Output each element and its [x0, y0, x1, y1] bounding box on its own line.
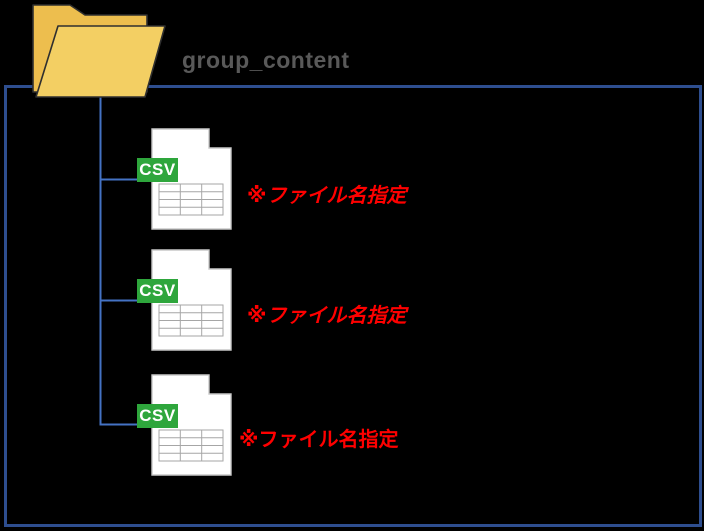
file-annotation-2: ※ファイル名指定 [247, 305, 407, 327]
connector-lines [99, 94, 139, 426]
csv-badge-1: CSV [137, 158, 178, 182]
folder-front-shape [35, 25, 166, 98]
file-annotation-1: ※ファイル名指定 [247, 185, 407, 207]
csv-badge-2: CSV [137, 279, 178, 303]
folder-title: group_content [182, 47, 350, 73]
folder-icon [32, 4, 166, 98]
csv-badge-3: CSV [137, 404, 178, 428]
file-annotation-3: ※ファイル名指定 [239, 429, 399, 451]
container-border-box [4, 85, 702, 527]
